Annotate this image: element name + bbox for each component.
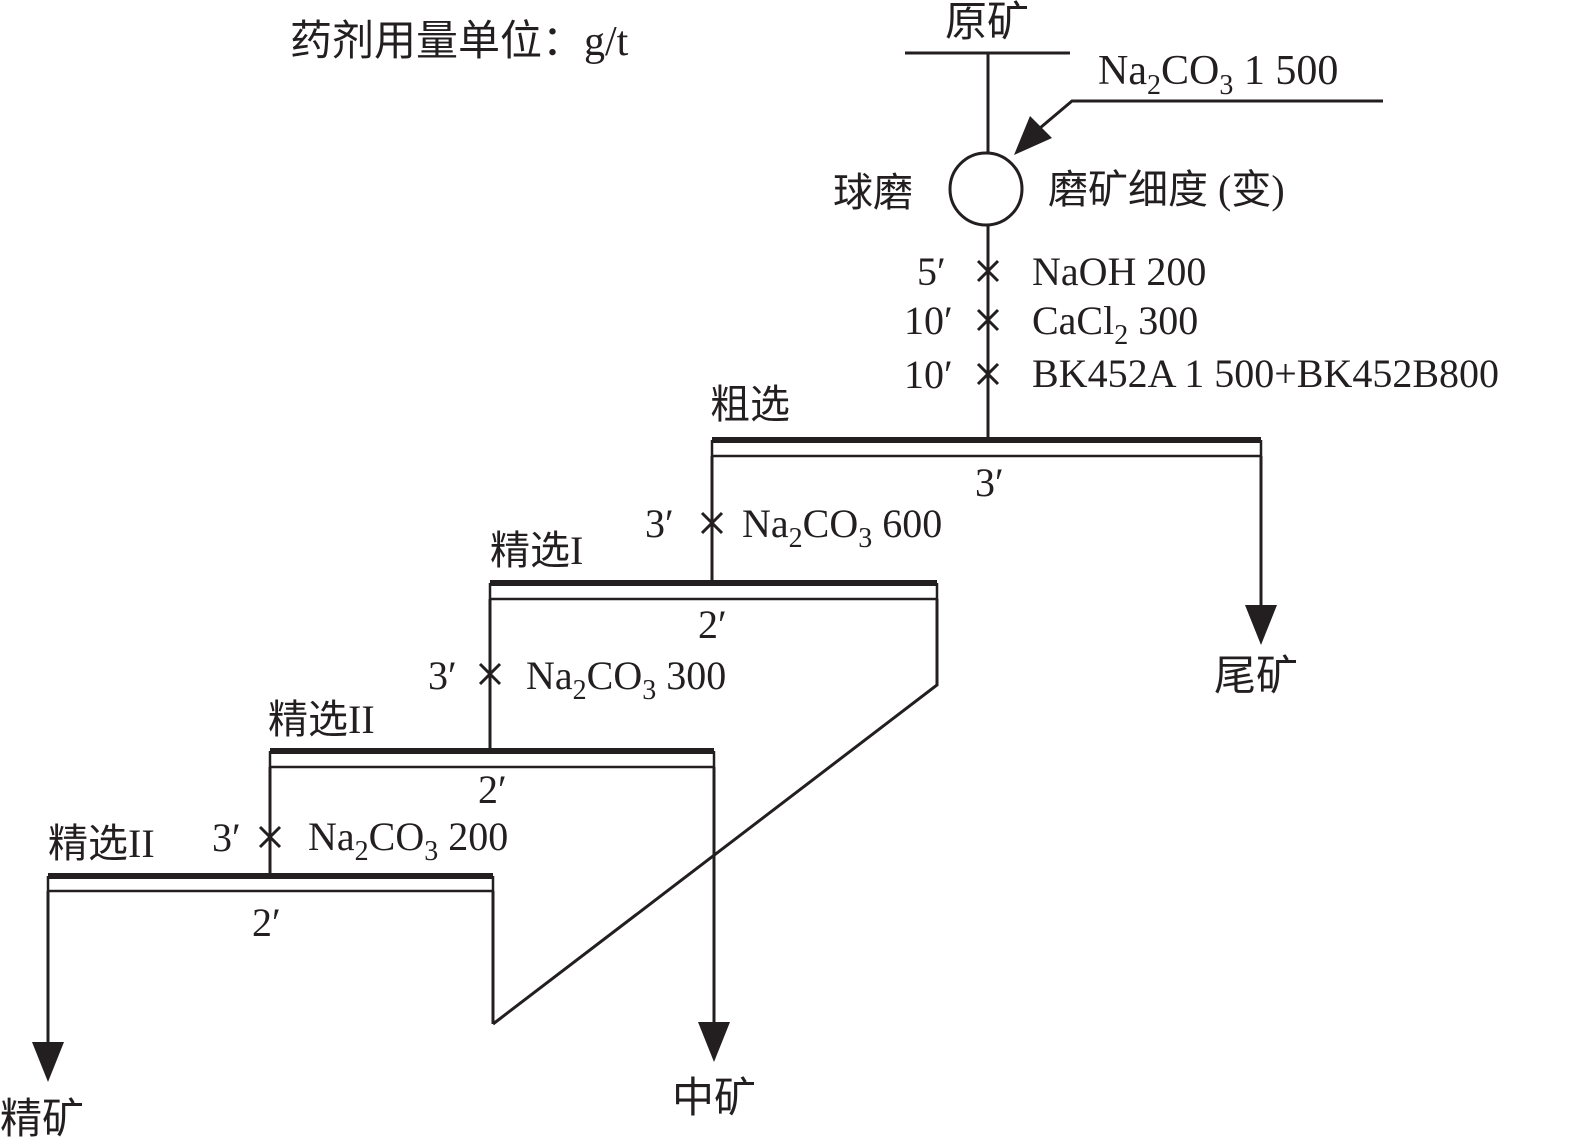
- reagent-unit-note: 药剂用量单位：g/t: [290, 18, 629, 65]
- addition-cross: [478, 662, 502, 686]
- concentrate-label: 精矿: [0, 1097, 84, 1143]
- cleaner3-label: 精选II: [48, 821, 155, 866]
- rougher-label: 粗选: [710, 382, 790, 427]
- cleaner3-reagent-addition: 3′ Na2CO3 200: [212, 814, 508, 867]
- addition-cross: [976, 362, 1000, 386]
- cleaner1-time: 2′: [698, 602, 727, 647]
- middlings-arrow: [698, 1022, 730, 1062]
- cleaner1-reagent-addition: 3′ Na2CO3 600: [645, 501, 942, 554]
- addition-cross: [976, 308, 1000, 332]
- conditioning-time: 5′: [917, 249, 946, 294]
- addition-reagent: Na2CO3 600: [742, 501, 942, 554]
- grinding-reagent-line: [1039, 99, 1383, 130]
- cleaner2-time: 2′: [478, 767, 507, 812]
- concentrate-arrow: [32, 1042, 64, 1082]
- conditioning-reagent: BK452A 1 500+BK452B800: [1032, 351, 1499, 396]
- grinding-reagent: Na2CO3 1 500: [1098, 48, 1338, 101]
- conditioning-step-collector: 10′ BK452A 1 500+BK452B800: [904, 351, 1499, 397]
- ball-mill-circle: [948, 151, 1024, 227]
- cleaner2-stage: 精选II 2′: [268, 697, 716, 812]
- addition-reagent: Na2CO3 300: [526, 653, 726, 706]
- tailings-arrow: [1245, 605, 1277, 645]
- tailings-label: 尾矿: [1214, 654, 1298, 700]
- addition-time: 3′: [645, 501, 674, 546]
- conditioning-step-naoh: 5′ NaOH 200: [917, 249, 1206, 294]
- rougher-stage: 粗选 3′: [710, 382, 1263, 505]
- grind-fineness-label: 磨矿细度 (变): [1048, 167, 1285, 212]
- conditioning-reagent: NaOH 200: [1032, 249, 1206, 294]
- conditioning-reagent: CaCl2 300: [1032, 298, 1198, 351]
- cleaner2-reagent-addition: 3′ Na2CO3 300: [428, 653, 726, 706]
- conditioning-time: 10′: [904, 352, 953, 397]
- cleaner1-tail-line: [492, 599, 939, 1026]
- cleaner1-stage: 精选I 2′: [488, 528, 939, 647]
- addition-time: 3′: [212, 815, 241, 860]
- conditioning-time: 10′: [904, 298, 953, 343]
- middlings-label: 中矿: [672, 1076, 756, 1122]
- cleaner3-time: 2′: [252, 900, 281, 945]
- addition-reagent: Na2CO3 200: [308, 814, 508, 867]
- cleaner2-label: 精选II: [268, 697, 375, 742]
- ball-mill-label: 球磨: [833, 170, 913, 215]
- addition-cross: [976, 259, 1000, 283]
- addition-time: 3′: [428, 653, 457, 698]
- rougher-time: 3′: [975, 460, 1004, 505]
- conditioning-step-cacl2: 10′ CaCl2 300: [904, 298, 1198, 351]
- addition-cross: [700, 511, 724, 535]
- cleaner3-stage: 精选II 2′: [46, 821, 495, 945]
- cleaner1-label: 精选I: [490, 528, 583, 573]
- grinding-reagent-arrow: [1014, 116, 1052, 155]
- feed-label: 原矿: [945, 0, 1029, 46]
- addition-cross: [258, 825, 282, 849]
